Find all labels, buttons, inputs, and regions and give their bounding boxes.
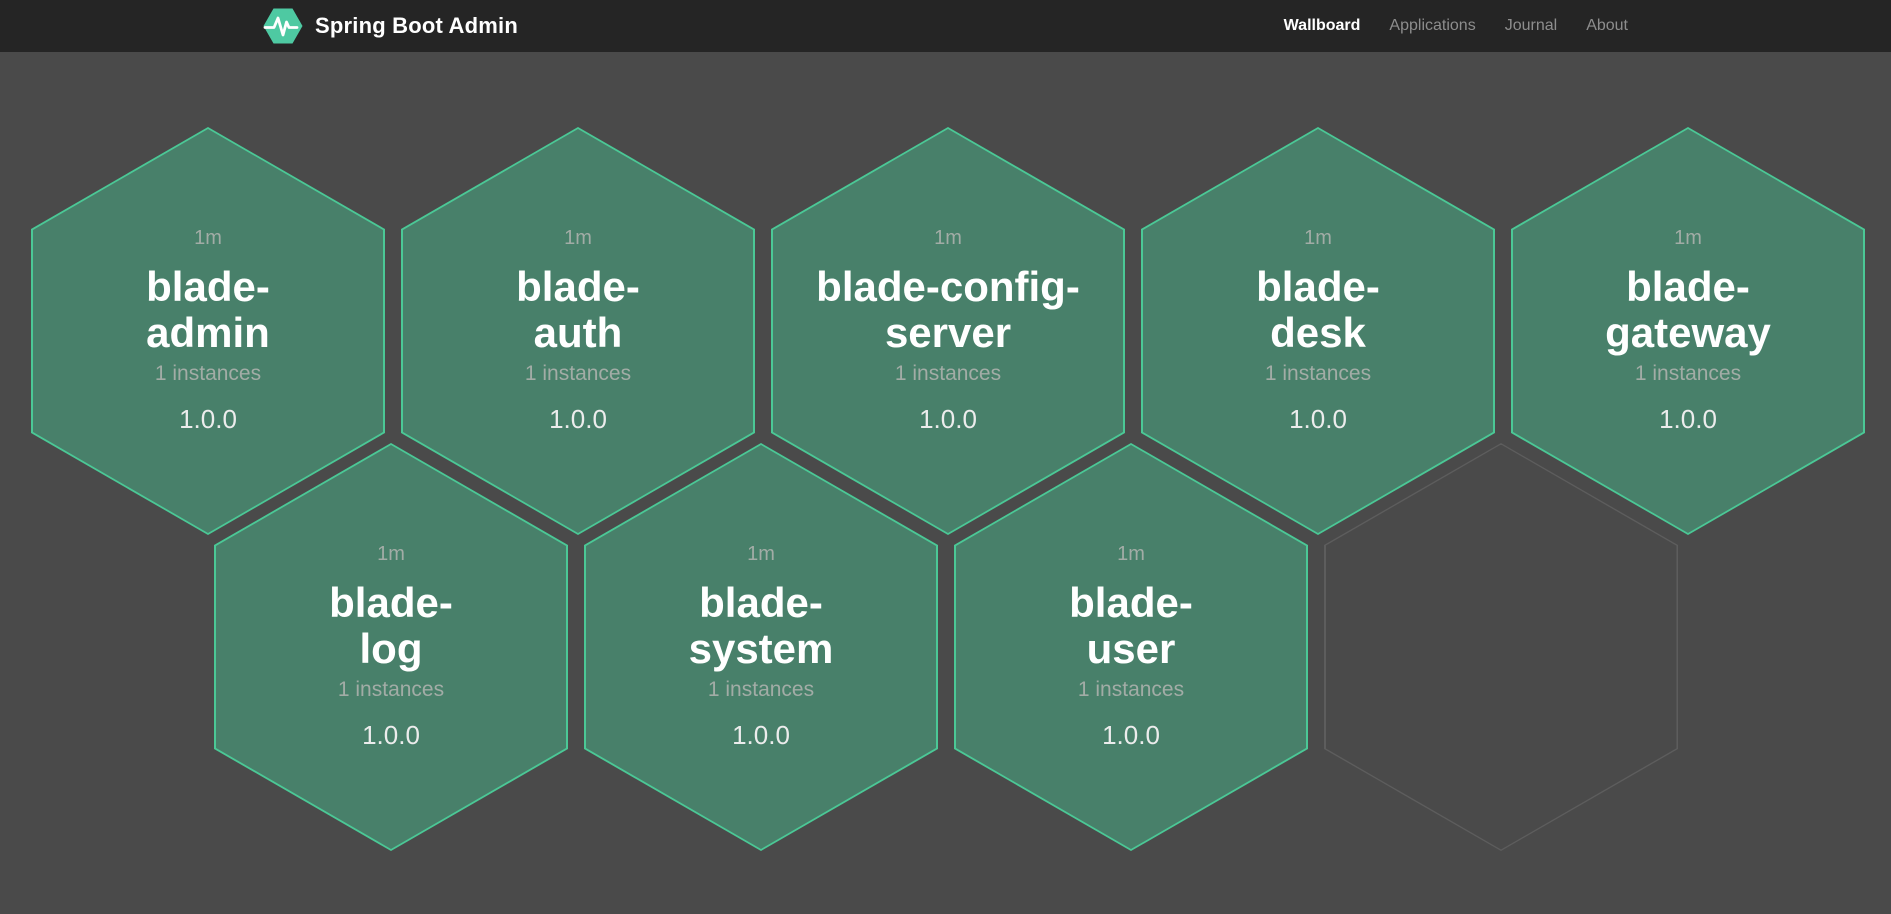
app-refresh-interval: 1m — [1117, 543, 1145, 566]
app-instances-count: 1 instances — [154, 361, 262, 385]
app-instances-count: 1 instances — [1264, 361, 1372, 385]
nav-links: Wallboard Applications Journal About — [1255, 17, 1628, 35]
app-hexagon-blade-user[interactable]: 1m blade- user 1 instances 1.0.0 — [954, 443, 1308, 851]
app-refresh-interval: 1m — [1304, 227, 1332, 250]
app-name: blade- admin — [146, 263, 270, 356]
app-name: blade- desk — [1256, 263, 1380, 356]
brand[interactable]: Spring Boot Admin — [263, 7, 518, 45]
nav-item-about[interactable]: About — [1586, 17, 1628, 34]
nav-item-wallboard[interactable]: Wallboard — [1283, 17, 1361, 34]
spring-boot-admin-logo-icon — [263, 7, 303, 45]
hexagon-fill: 1m blade- system 1 instances 1.0.0 — [586, 445, 936, 849]
hexagon-fill: 1m blade- admin 1 instances 1.0.0 — [33, 129, 383, 533]
app-refresh-interval: 1m — [747, 543, 775, 566]
brand-title: Spring Boot Admin — [315, 13, 519, 38]
nav-item-journal[interactable]: Journal — [1504, 17, 1558, 34]
app-instances-count: 1 instances — [1077, 677, 1185, 701]
hexagon-fill: 1m blade-config- server 1 instances 1.0.… — [773, 129, 1123, 533]
app-version: 1.0.0 — [362, 719, 420, 750]
app-version: 1.0.0 — [179, 403, 237, 434]
app-name: blade- gateway — [1605, 263, 1771, 356]
empty-hexagon-placeholder — [1324, 443, 1678, 851]
app-hexagon-blade-admin[interactable]: 1m blade- admin 1 instances 1.0.0 — [31, 127, 385, 535]
app-refresh-interval: 1m — [564, 227, 592, 250]
wallboard: 1m blade- admin 1 instances 1.0.0 1m bla… — [0, 52, 1891, 914]
app-hexagon-blade-config-server[interactable]: 1m blade-config- server 1 instances 1.0.… — [771, 127, 1125, 535]
nav-item-applications[interactable]: Applications — [1389, 17, 1476, 34]
app-version: 1.0.0 — [1659, 403, 1717, 434]
hexagon-fill: 1m blade- gateway 1 instances 1.0.0 — [1513, 129, 1863, 533]
navbar-container: Spring Boot Admin Wallboard Applications… — [263, 0, 1628, 52]
hexagon-fill: 1m blade- desk 1 instances 1.0.0 — [1143, 129, 1493, 533]
app-hexagon-blade-desk[interactable]: 1m blade- desk 1 instances 1.0.0 — [1141, 127, 1495, 535]
app-name: blade- system — [688, 579, 834, 672]
hexagon-fill: 1m blade- user 1 instances 1.0.0 — [956, 445, 1306, 849]
app-hexagon-blade-log[interactable]: 1m blade- log 1 instances 1.0.0 — [214, 443, 568, 851]
app-instances-count: 1 instances — [337, 677, 445, 701]
app-version: 1.0.0 — [732, 719, 790, 750]
app-name: blade- log — [329, 579, 453, 672]
app-version: 1.0.0 — [1289, 403, 1347, 434]
app-hexagon-blade-system[interactable]: 1m blade- system 1 instances 1.0.0 — [584, 443, 938, 851]
app-hexagon-blade-gateway[interactable]: 1m blade- gateway 1 instances 1.0.0 — [1511, 127, 1865, 535]
hexagon-fill: 1m blade- log 1 instances 1.0.0 — [216, 445, 566, 849]
top-navbar: Spring Boot Admin Wallboard Applications… — [0, 0, 1891, 52]
app-version: 1.0.0 — [549, 403, 607, 434]
app-refresh-interval: 1m — [194, 227, 222, 250]
app-hexagon-blade-auth[interactable]: 1m blade- auth 1 instances 1.0.0 — [401, 127, 755, 535]
hexagon-fill: 1m blade- auth 1 instances 1.0.0 — [403, 129, 753, 533]
app-instances-count: 1 instances — [707, 677, 815, 701]
app-name: blade-config- server — [816, 263, 1080, 356]
app-name: blade- user — [1069, 579, 1193, 672]
app-instances-count: 1 instances — [1634, 361, 1742, 385]
app-version: 1.0.0 — [919, 403, 977, 434]
app-refresh-interval: 1m — [934, 227, 962, 250]
app-version: 1.0.0 — [1102, 719, 1160, 750]
app-refresh-interval: 1m — [1674, 227, 1702, 250]
app-instances-count: 1 instances — [894, 361, 1002, 385]
app-instances-count: 1 instances — [524, 361, 632, 385]
hexagon-fill — [1325, 444, 1677, 850]
app-name: blade- auth — [516, 263, 640, 356]
app-refresh-interval: 1m — [377, 543, 405, 566]
